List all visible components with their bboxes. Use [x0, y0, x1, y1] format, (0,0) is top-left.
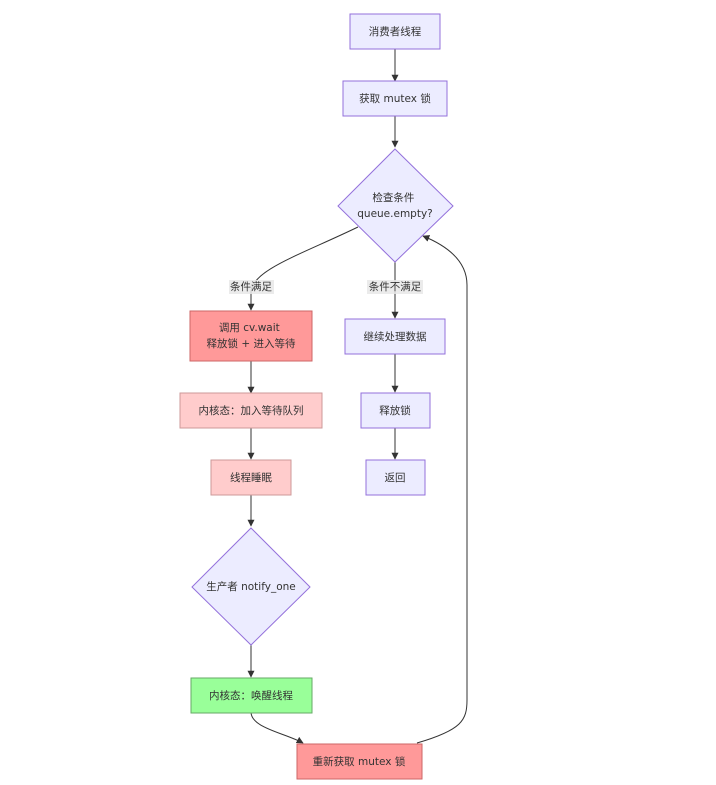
node-release-lock-label: 释放锁 — [379, 404, 411, 417]
node-check-condition: 检查条件 queue.empty? — [337, 148, 454, 263]
edges — [247, 49, 468, 744]
node-thread-sleep: 线程睡眠 — [210, 459, 292, 496]
svg-text:调用 cv.wait 释放锁 + 进入等待: 调用 cv.wait 释放锁 + 进入等待 — [207, 322, 296, 350]
node-acquire-mutex: 获取 mutex 锁 — [342, 80, 448, 117]
node-consumer-thread-label: 消费者线程 — [369, 25, 422, 38]
node-call-wait-line2: 释放锁 + 进入等待 — [207, 337, 296, 350]
edge-reacquire-to-check — [416, 235, 468, 744]
node-producer-notify-label: 生产者 notify_one — [206, 580, 295, 593]
node-check-condition-line2: queue.empty? — [357, 208, 433, 220]
node-kernel-wait-queue: 内核态：加入等待队列 — [179, 392, 323, 429]
edge-label-condition-met: 条件满足 — [229, 280, 274, 294]
edge-label-condition-not-met: 条件不满足 — [367, 280, 423, 294]
node-kernel-wait-queue-label: 内核态：加入等待队列 — [199, 404, 304, 417]
node-continue-processing: 继续处理数据 — [344, 318, 446, 355]
node-acquire-mutex-label: 获取 mutex 锁 — [359, 92, 431, 105]
node-continue-processing-label: 继续处理数据 — [364, 330, 427, 343]
node-call-wait-line1: 调用 cv.wait — [219, 322, 280, 334]
node-release-lock: 释放锁 — [360, 392, 431, 429]
node-kernel-wake: 内核态：唤醒线程 — [190, 677, 313, 714]
edge-kernel-wake-to-reacquire — [250, 711, 304, 744]
node-return: 返回 — [365, 459, 426, 496]
node-consumer-thread: 消费者线程 — [349, 13, 441, 50]
node-call-wait: 调用 cv.wait 释放锁 + 进入等待 — [189, 310, 313, 362]
edge-check-to-call-wait — [247, 226, 359, 311]
node-return-label: 返回 — [385, 472, 406, 484]
node-reacquire-mutex-label: 重新获取 mutex 锁 — [313, 755, 406, 768]
node-thread-sleep-label: 线程睡眠 — [230, 471, 272, 484]
node-reacquire-mutex: 重新获取 mutex 锁 — [296, 743, 423, 780]
edge-label-condition-not-met-text: 条件不满足 — [369, 280, 422, 293]
svg-text:检查条件 queue.empty?: 检查条件 queue.empty? — [357, 191, 433, 220]
node-producer-notify: 生产者 notify_one — [191, 527, 311, 646]
node-kernel-wake-label: 内核态：唤醒线程 — [209, 689, 293, 702]
edge-label-condition-met-text: 条件满足 — [230, 280, 272, 293]
node-check-condition-line1: 检查条件 — [372, 191, 414, 204]
